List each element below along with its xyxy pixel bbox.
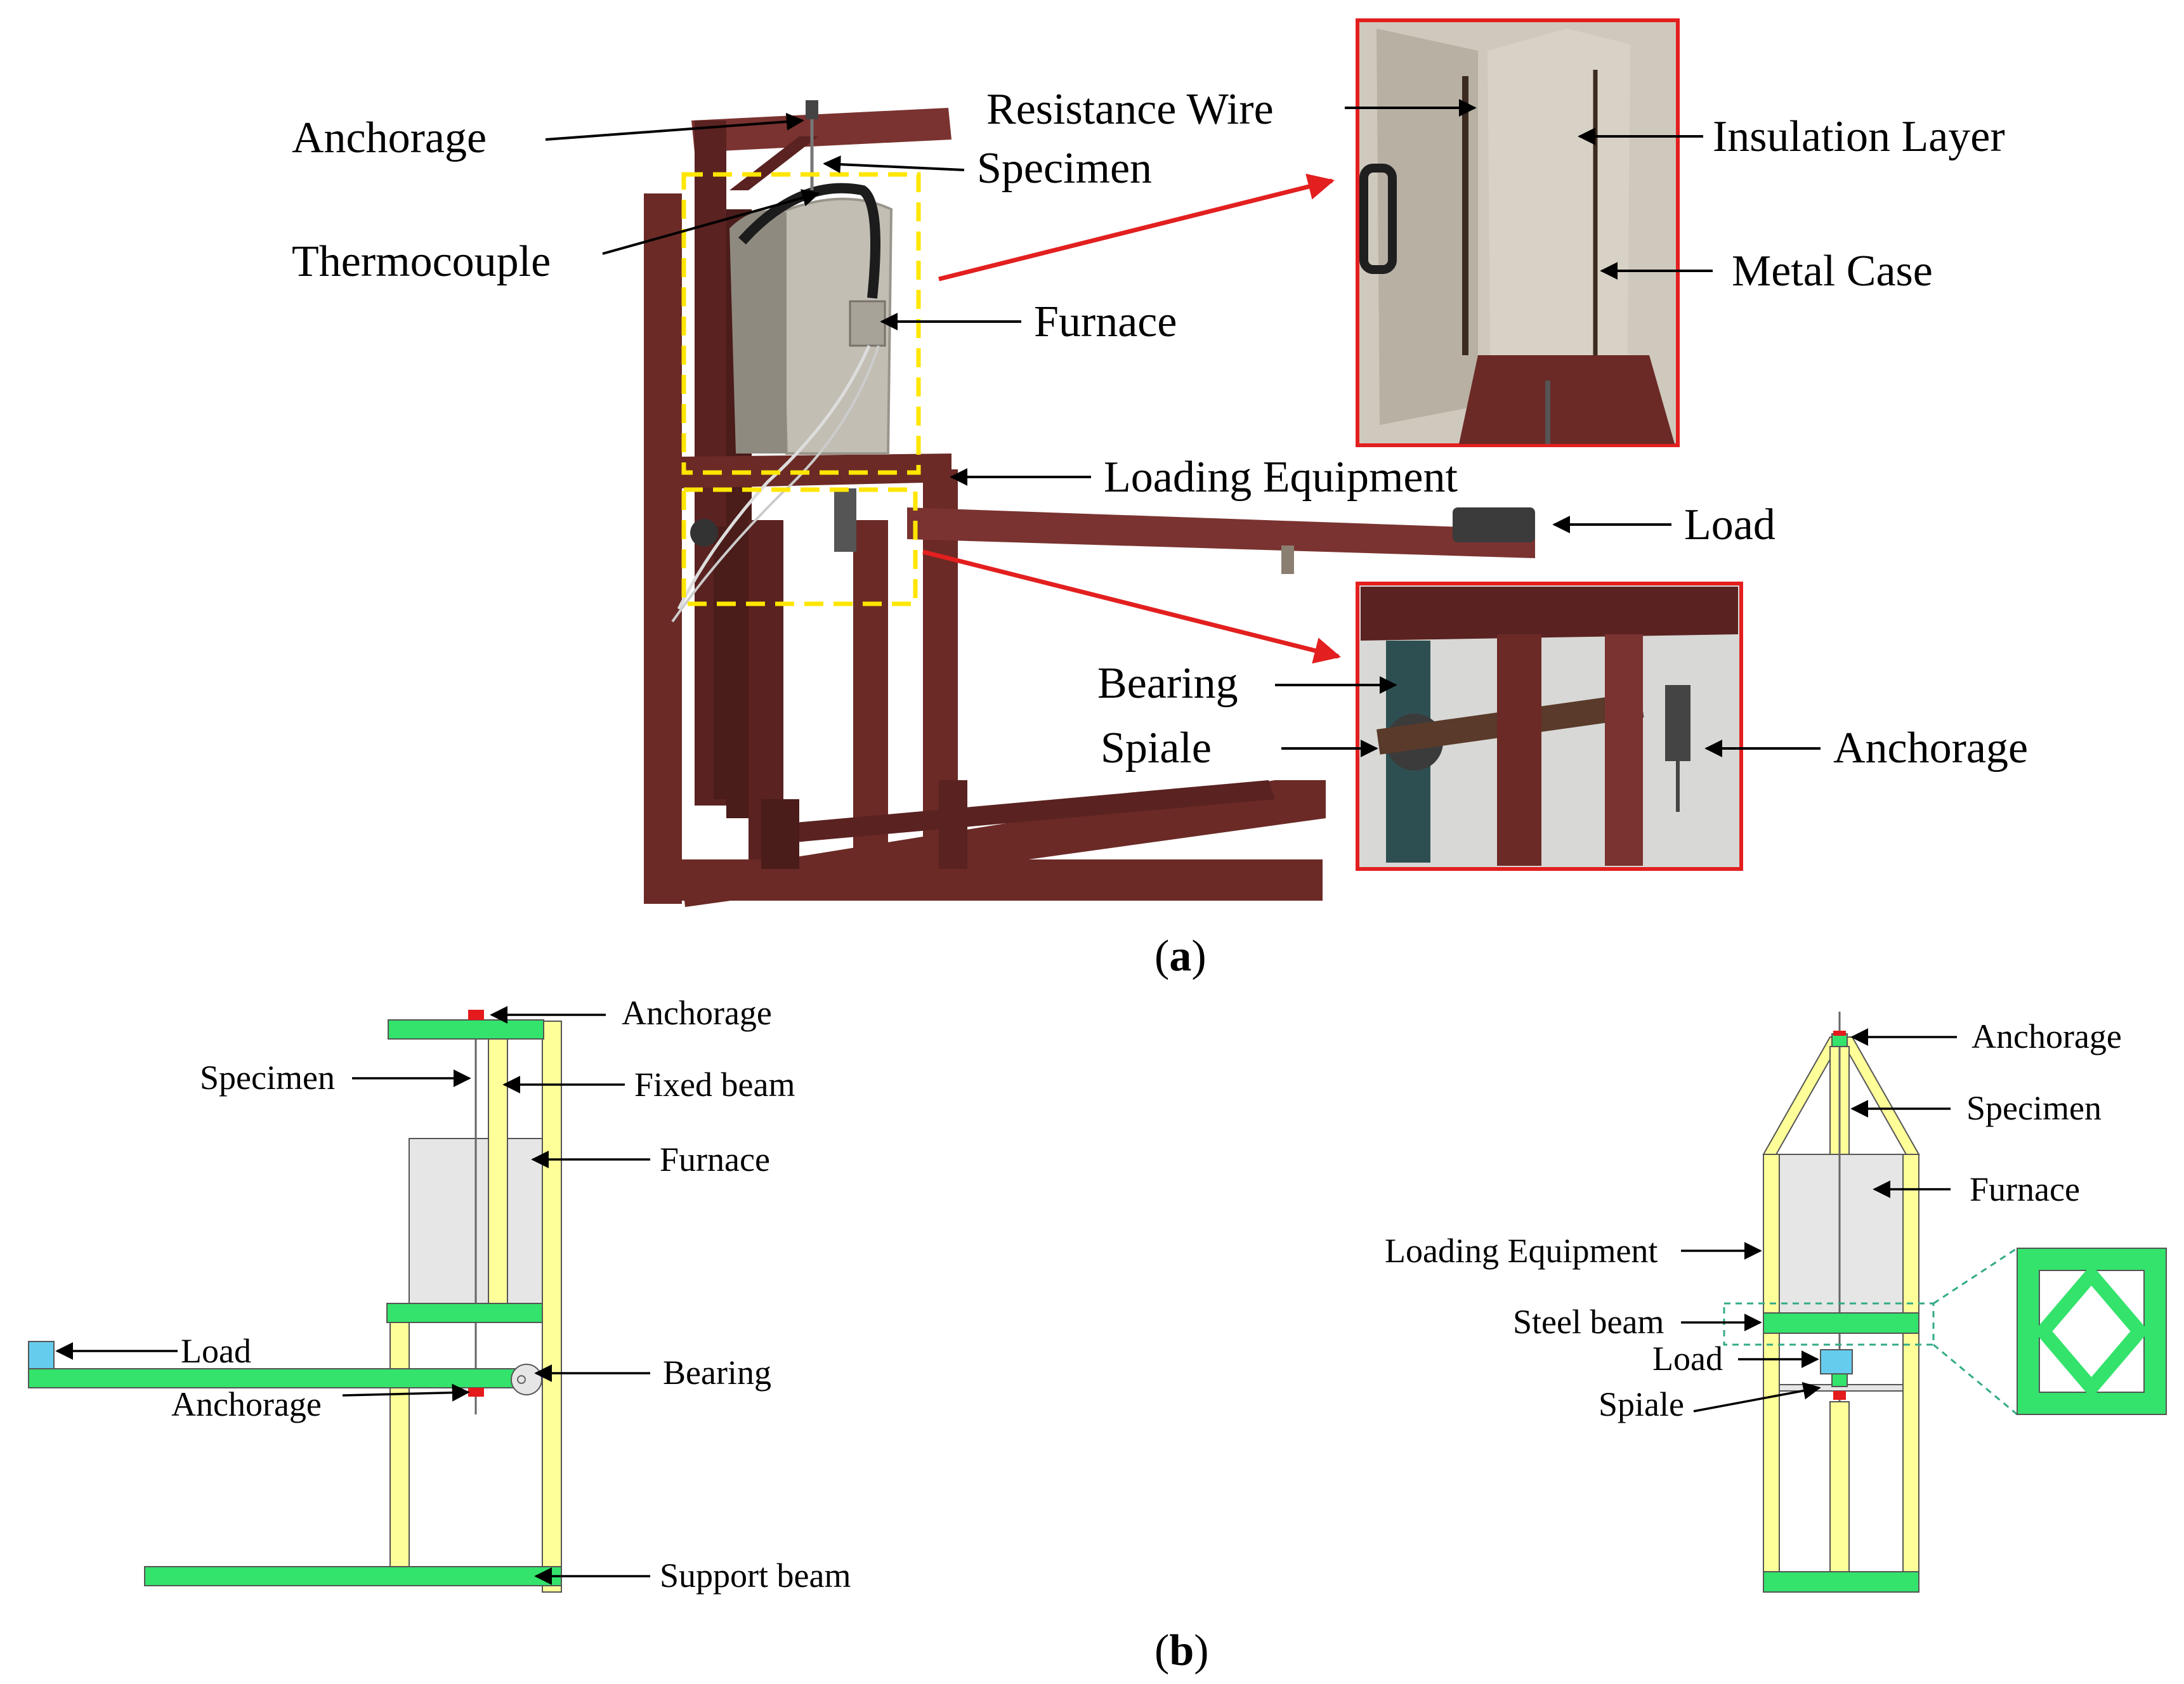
support-beam — [144, 1566, 562, 1586]
b-left-label-anchorage-bottom: Anchorage — [171, 1385, 322, 1423]
label-load: Load — [1684, 500, 1775, 549]
label-spiale: Spiale — [1101, 724, 1212, 773]
b-left-label-load: Load — [181, 1332, 251, 1370]
furnace-body — [671, 100, 893, 623]
caption-b-letter: b — [1169, 1626, 1194, 1675]
b-left-label-support-beam: Support beam — [660, 1557, 851, 1595]
b-left-label-bearing: Bearing — [663, 1354, 771, 1392]
label-thermocouple: Thermocouple — [292, 237, 551, 286]
front-view-schematic — [1762, 1012, 1920, 1593]
steel-beam-front — [1763, 1312, 1919, 1334]
inset-1-pointer — [938, 173, 1335, 282]
lower-column — [389, 1322, 410, 1577]
bottom-beam-front — [1763, 1571, 1919, 1593]
load-block-left — [28, 1341, 55, 1369]
fixed-beam-column — [488, 1027, 508, 1307]
b-right-label-furnace: Furnace — [1970, 1170, 2080, 1208]
anchorage-photo — [1665, 685, 1690, 761]
anchorage-bottom-schematic — [468, 1388, 484, 1397]
b-right-label-spiale: Spiale — [1599, 1385, 1684, 1423]
b-left-label-specimen: Specimen — [200, 1059, 335, 1097]
label-resistance-wire: Resistance Wire — [986, 85, 1274, 134]
panel-a: Anchorage Specimen Thermocouple Furnace … — [292, 18, 2028, 981]
furnace-front — [1772, 1154, 1913, 1314]
label-specimen: Specimen — [977, 144, 1152, 193]
b-right-label-load: Load — [1652, 1340, 1723, 1378]
b-right-label-steel-beam: Steel beam — [1513, 1303, 1664, 1341]
bearing-photo — [690, 519, 718, 547]
b-right-label-loading-equipment: Loading Equipment — [1385, 1232, 1658, 1270]
b-right-label-anchorage: Anchorage — [1971, 1017, 2122, 1055]
steel-test-frame — [644, 108, 1535, 907]
label-furnace: Furnace — [1034, 297, 1177, 346]
bearing-circle — [511, 1364, 542, 1395]
main-column — [542, 1021, 562, 1593]
bearing-detail-inset — [1356, 582, 1743, 871]
b-right-label-specimen: Specimen — [1966, 1089, 2102, 1127]
bracing-detail — [1723, 1247, 2167, 1416]
handle-photo — [1359, 164, 1397, 274]
top-beam — [388, 1019, 544, 1040]
label-loading-equipment: Loading Equipment — [1104, 453, 1458, 502]
column-left-front — [1763, 1154, 1780, 1574]
furnace-platform — [682, 454, 951, 488]
anchorage-top-schematic — [468, 1010, 484, 1020]
thermocouple-cable — [738, 183, 880, 299]
side-view-schematic — [28, 1010, 562, 1593]
lever-arm — [907, 507, 1535, 558]
load-weight — [1453, 507, 1535, 542]
furnace-highlight-box — [681, 172, 921, 475]
load-block-front — [1820, 1349, 1853, 1374]
caption-b: (b) — [1154, 1626, 1209, 1675]
rear-post-left — [644, 193, 682, 904]
caption-a-letter: a — [1169, 932, 1191, 981]
b-left-label-anchorage-top: Anchorage — [622, 994, 772, 1032]
label-metal-case: Metal Case — [1732, 247, 1933, 296]
label-insulation-layer: Insulation Layer — [1713, 112, 2005, 161]
inset-2-pointer — [922, 549, 1342, 664]
lower-anchorage-photo — [834, 488, 856, 552]
platform-beam — [386, 1303, 543, 1323]
caption-a: (a) — [1154, 932, 1206, 981]
b-left-label-fixed-beam: Fixed beam — [634, 1066, 795, 1104]
furnace-interior-inset — [1356, 18, 1680, 447]
b-left-label-furnace: Furnace — [660, 1140, 770, 1178]
column-right-front — [1902, 1154, 1919, 1574]
top-arm — [691, 108, 951, 152]
panel-b: Anchorage Specimen Fixed beam Furnace Lo… — [28, 994, 2167, 1675]
lever-beam — [28, 1368, 524, 1388]
diagonal-right — [1838, 1036, 1920, 1155]
label-bearing: Bearing — [1097, 659, 1238, 708]
label-anchorage-bottom: Anchorage — [1833, 724, 2028, 773]
label-anchorage-top: Anchorage — [292, 114, 487, 162]
